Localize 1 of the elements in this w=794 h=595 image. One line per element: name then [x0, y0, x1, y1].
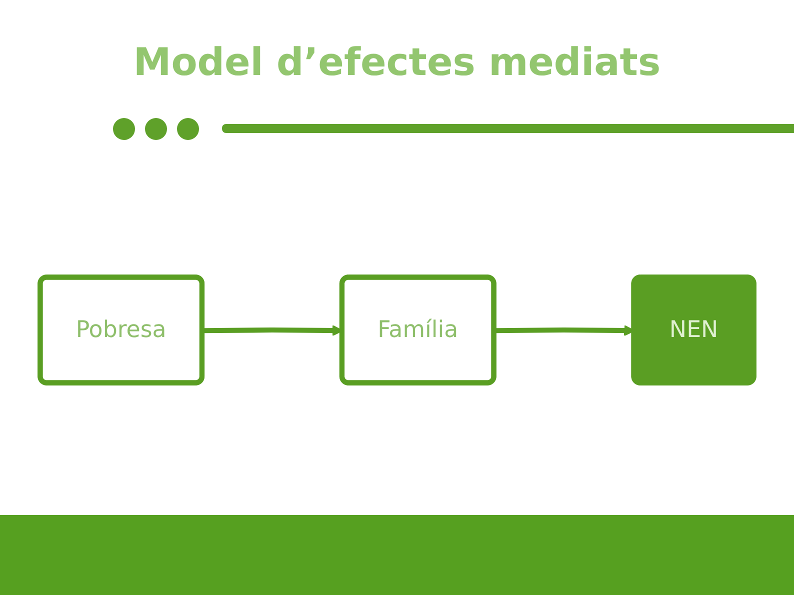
slide-title: Model d’efectes mediats [132, 40, 662, 84]
